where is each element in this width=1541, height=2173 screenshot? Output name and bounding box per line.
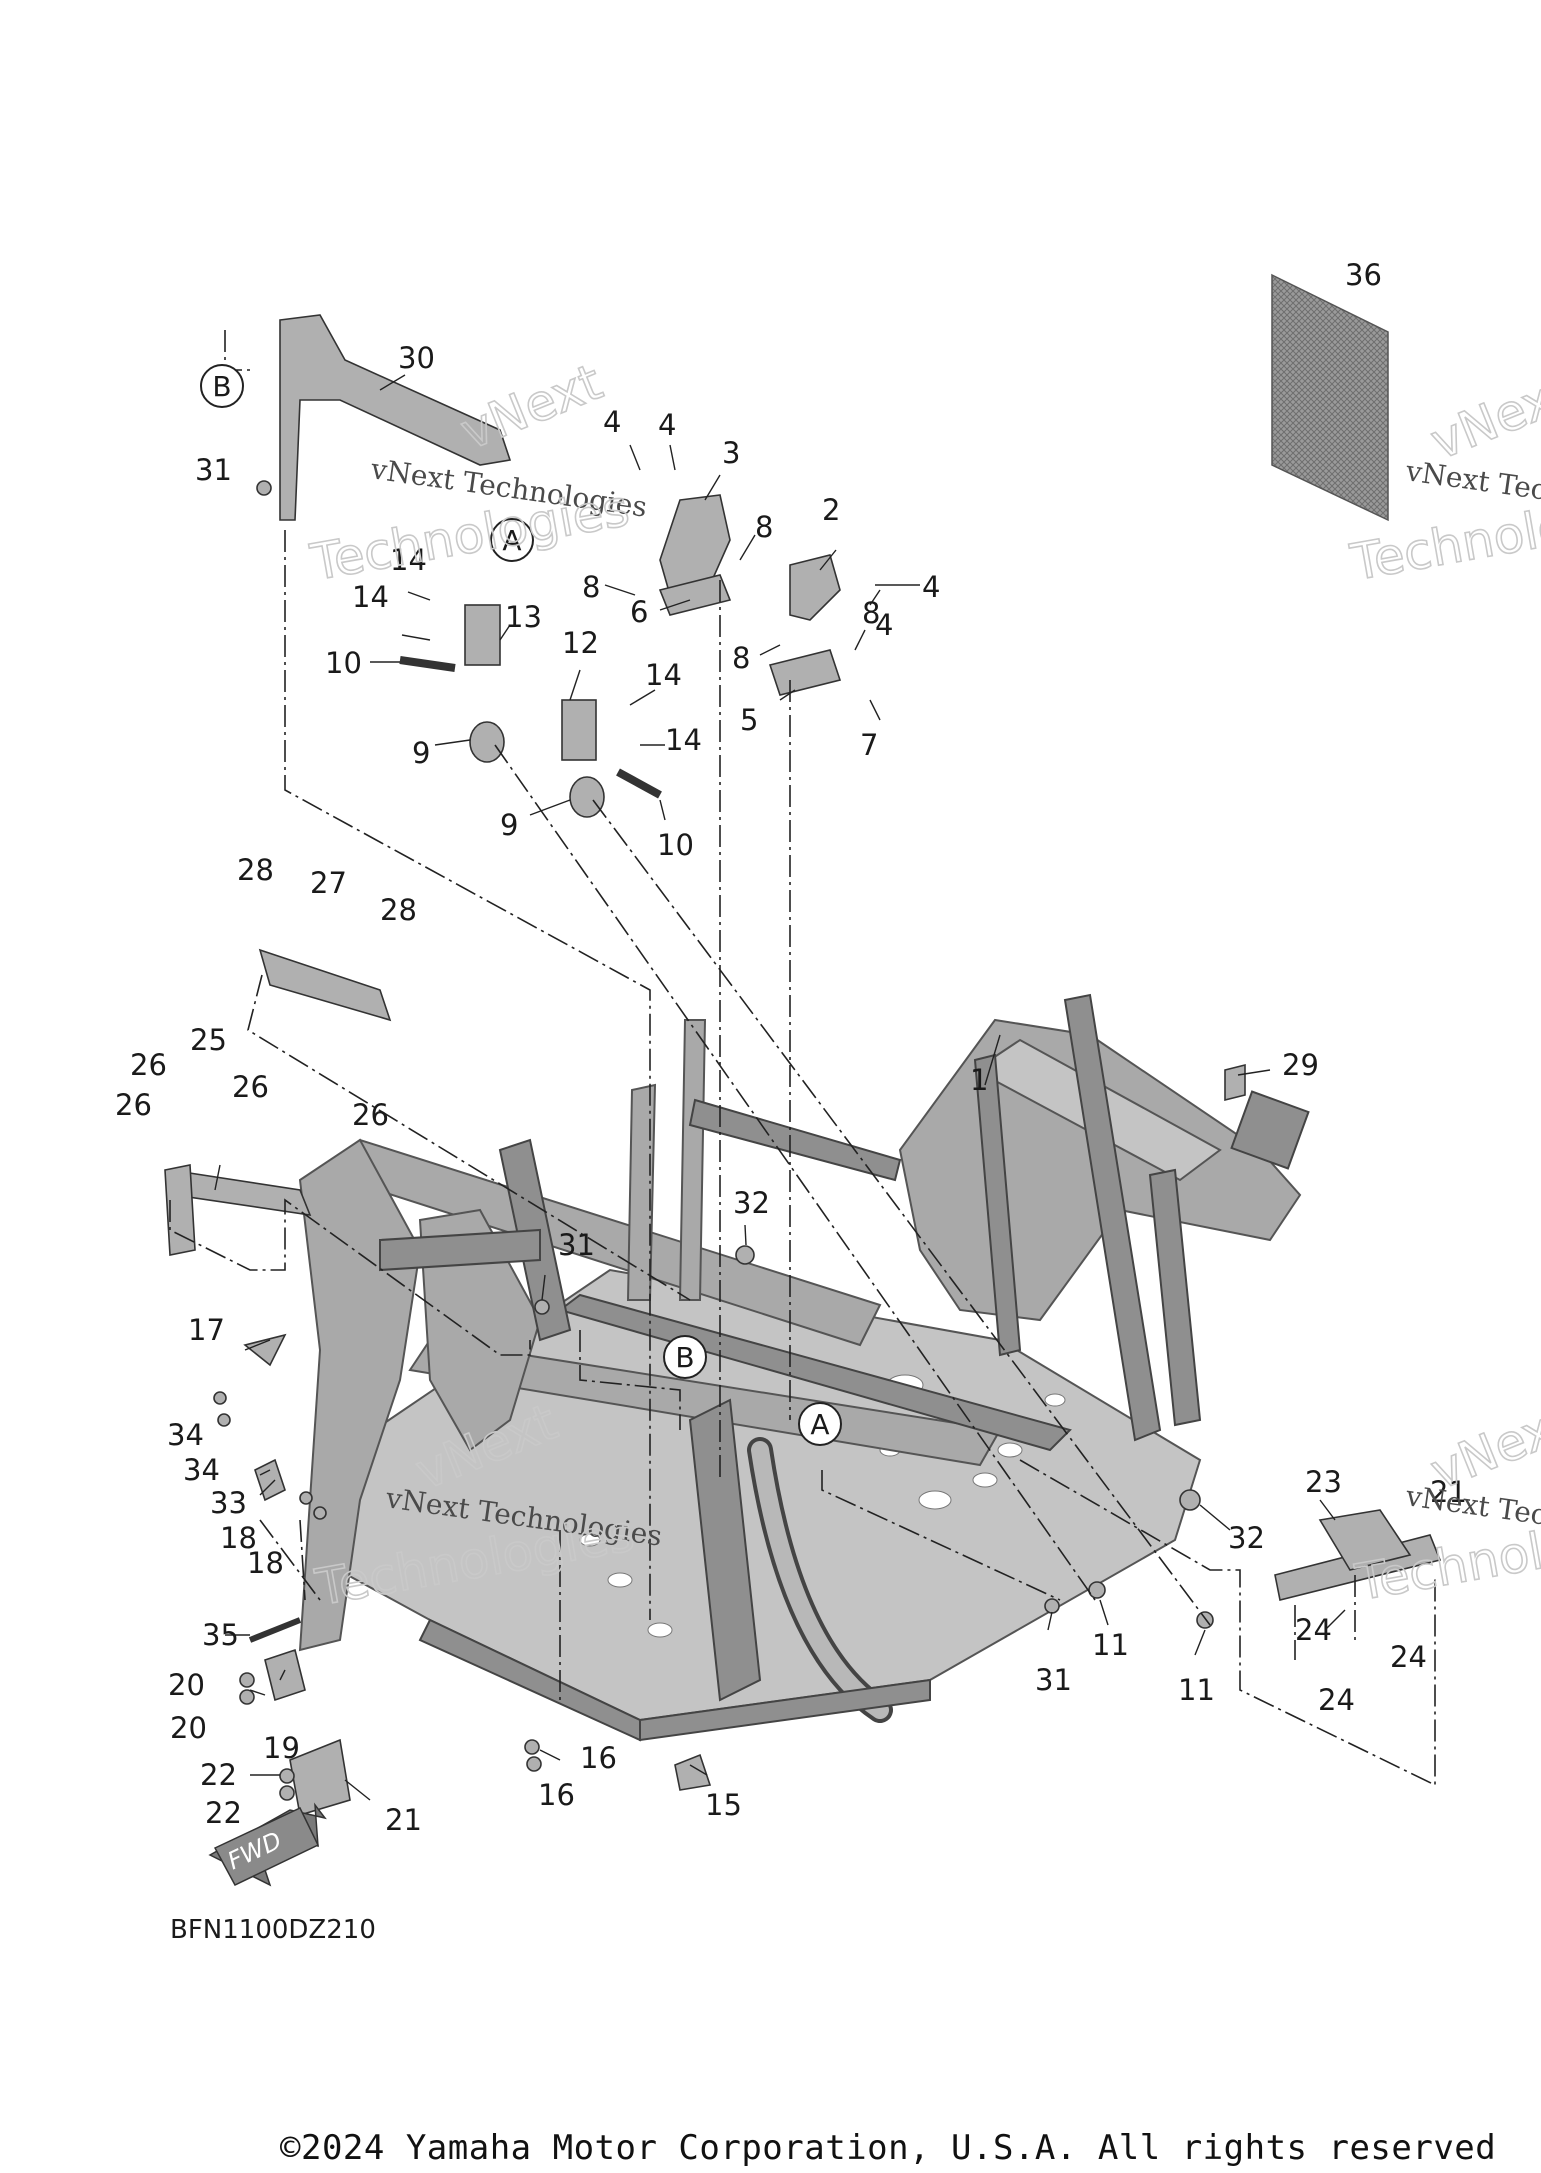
callout-1: 1 — [970, 1063, 988, 1097]
callout-18b: 18 — [247, 1546, 284, 1580]
ref-circle-a-frame: A — [798, 1402, 842, 1446]
watermark-big-3: vNext — [1423, 363, 1541, 471]
callout-2: 2 — [822, 493, 840, 527]
callout-16b: 16 — [538, 1778, 575, 1812]
ref-circle-a-top: A — [490, 518, 534, 562]
callout-20a: 20 — [168, 1668, 205, 1702]
callout-29: 29 — [1282, 1048, 1319, 1082]
callout-9a: 9 — [412, 736, 430, 770]
callout-26c: 26 — [232, 1070, 269, 1104]
callout-8c: 8 — [732, 641, 750, 675]
ref-circle-b-top: B — [200, 364, 244, 408]
callout-36: 36 — [1345, 258, 1382, 292]
callout-26a: 26 — [130, 1048, 167, 1082]
callout-31b: 31 — [558, 1228, 595, 1262]
callout-27: 27 — [310, 866, 347, 900]
callout-7: 7 — [860, 728, 878, 762]
decal-sheet-36 — [1271, 273, 1389, 522]
callout-14d: 14 — [665, 723, 702, 757]
callout-9b: 9 — [500, 808, 518, 842]
main-frame — [298, 993, 1310, 1742]
callout-31a: 31 — [195, 453, 232, 487]
watermark-big-7: vNext — [1423, 1393, 1541, 1501]
callout-20b: 20 — [170, 1711, 207, 1745]
callout-24a: 24 — [1295, 1613, 1332, 1647]
callout-25: 25 — [190, 1023, 227, 1057]
callouts: 1 2 3 4 4 4 4 5 6 7 8 8 8 8 9 9 10 10 11… — [115, 258, 1467, 1837]
callout-21: 21 — [385, 1803, 422, 1837]
callout-4a: 4 — [603, 405, 621, 439]
callout-4d: 4 — [875, 608, 893, 642]
fwd-arrow: FWD — [208, 1802, 327, 1887]
callout-34a: 34 — [167, 1418, 204, 1452]
callout-28a: 28 — [237, 853, 274, 887]
callout-10a: 10 — [325, 646, 362, 680]
callout-5: 5 — [740, 703, 758, 737]
callout-4c: 4 — [922, 570, 940, 604]
callout-14c: 14 — [645, 658, 682, 692]
callout-3: 3 — [722, 436, 740, 470]
svg-text:A: A — [810, 1408, 829, 1441]
callout-15: 15 — [705, 1788, 742, 1822]
callout-8d: 8 — [862, 596, 880, 630]
callout-26d: 26 — [352, 1098, 389, 1132]
callout-24b: 24 — [1390, 1640, 1427, 1674]
callout-18a: 18 — [220, 1521, 257, 1555]
callout-11a: 11 — [1092, 1628, 1129, 1662]
callout-28b: 28 — [380, 893, 417, 927]
callout-10b: 10 — [657, 828, 694, 862]
callout-31c: 31 — [1035, 1663, 1072, 1697]
callout-12: 12 — [562, 626, 599, 660]
small-parts — [164, 314, 1442, 1817]
callout-33: 33 — [210, 1486, 247, 1520]
callout-32b: 32 — [1228, 1521, 1265, 1555]
copyright-notice: ©2024 Yamaha Motor Corporation, U.S.A. A… — [280, 2128, 1497, 2168]
callout-22a: 22 — [200, 1758, 237, 1792]
callout-30: 30 — [398, 341, 435, 375]
watermark-big-1: vNext — [453, 353, 610, 461]
callout-19: 19 — [263, 1731, 300, 1765]
part-code: BFN1100DZ210 — [170, 1915, 376, 1945]
leader-lines — [214, 374, 1346, 1801]
callout-17: 17 — [188, 1313, 225, 1347]
callout-23: 23 — [1305, 1465, 1342, 1499]
ref-circle-b-frame: B — [663, 1335, 707, 1379]
callout-26b: 26 — [115, 1088, 152, 1122]
callout-24c: 24 — [1318, 1683, 1355, 1717]
callout-8b: 8 — [582, 570, 600, 604]
callout-8a: 8 — [755, 510, 773, 544]
callout-14a: 14 — [390, 543, 427, 577]
callout-11b: 11 — [1178, 1673, 1215, 1707]
callout-4b: 4 — [658, 408, 676, 442]
svg-text:B: B — [212, 370, 231, 403]
callout-21-right: 21 — [1430, 1475, 1467, 1509]
svg-text:A: A — [502, 524, 521, 557]
callout-35: 35 — [202, 1618, 239, 1652]
callout-34b: 34 — [183, 1453, 220, 1487]
callout-16a: 16 — [580, 1741, 617, 1775]
callout-6: 6 — [630, 595, 648, 629]
callout-22b: 22 — [205, 1796, 242, 1830]
callout-13: 13 — [505, 600, 542, 634]
callout-14b: 14 — [352, 580, 389, 614]
svg-text:B: B — [675, 1341, 694, 1374]
callout-32a: 32 — [733, 1186, 770, 1220]
reference-lines — [169, 330, 1436, 1787]
